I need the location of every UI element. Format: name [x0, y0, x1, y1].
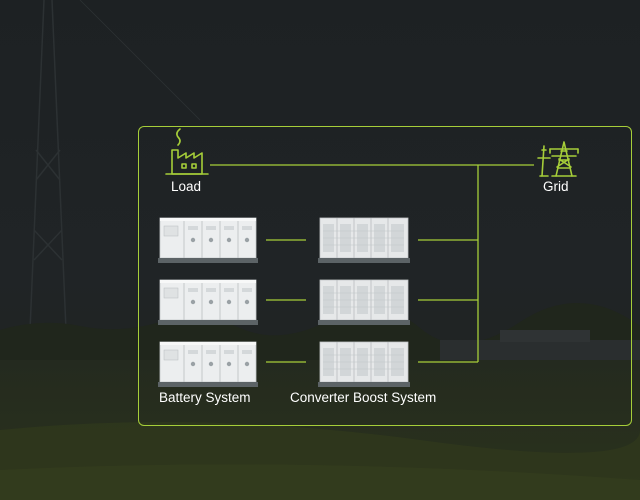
factory-icon	[165, 128, 209, 175]
converter-unit-1	[317, 217, 411, 264]
background-pylon	[29, 0, 201, 331]
connection-lines	[210, 164, 534, 363]
power-tower-icon	[537, 141, 579, 177]
load-label: Load	[171, 179, 202, 194]
converter-boost-system-label: Converter Boost System	[290, 390, 437, 405]
converter-unit-2	[317, 279, 411, 326]
battery-unit-1	[157, 217, 259, 264]
grid-label: Grid	[543, 179, 569, 194]
battery-unit-2	[157, 279, 259, 326]
system-frame	[138, 126, 632, 426]
converter-unit-3	[317, 341, 411, 388]
battery-unit-3	[157, 341, 259, 388]
battery-system-label: Battery System	[159, 390, 251, 405]
